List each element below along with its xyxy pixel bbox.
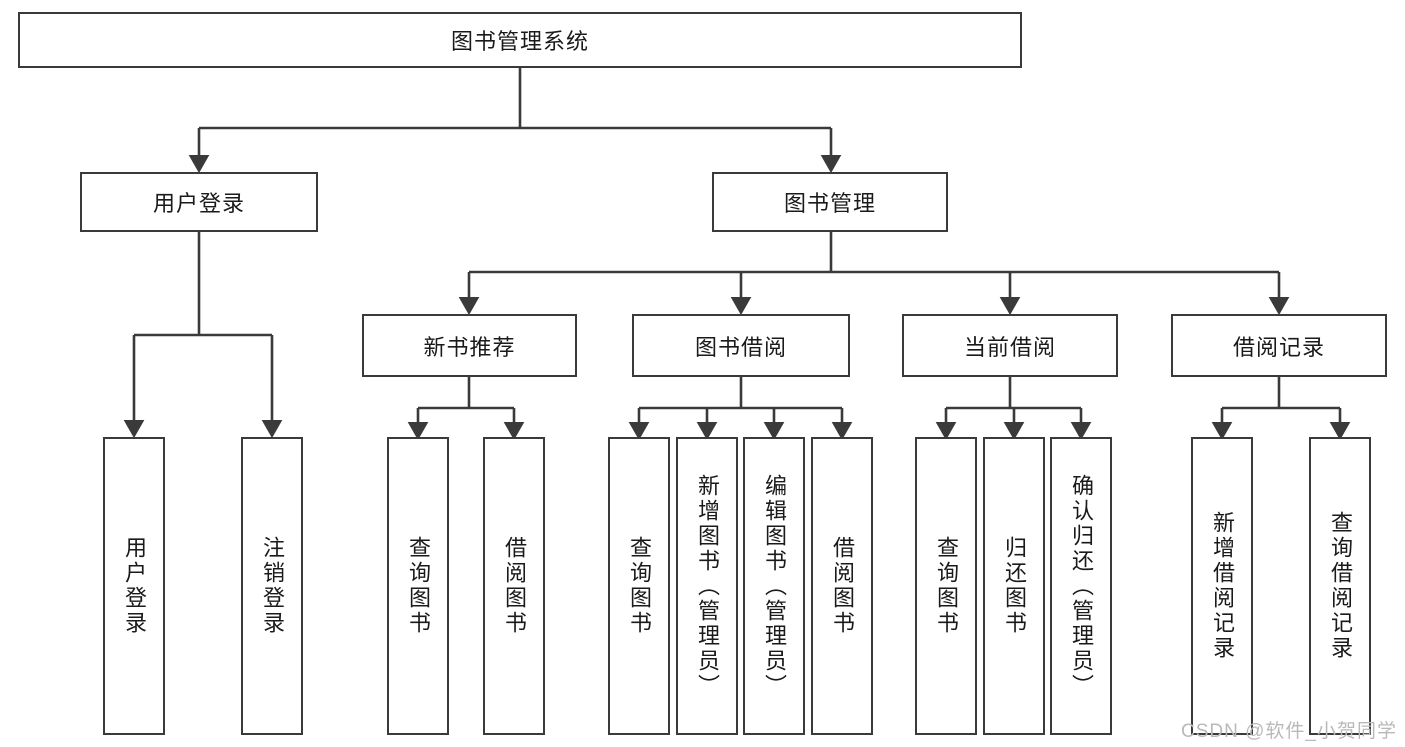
leaf-label: 查询图书: [627, 536, 652, 636]
leaf-book-borrow-query[interactable]: 查询图书: [608, 437, 670, 735]
leaf-book-borrow-borrow[interactable]: 借阅图书: [811, 437, 873, 735]
node-book-borrow[interactable]: 图书借阅: [632, 314, 850, 377]
leaf-label: 用户登录: [122, 536, 147, 636]
leaf-label: 新增借阅记录: [1210, 511, 1235, 661]
leaf-label: 查询图书: [934, 536, 959, 636]
node-new-book-recommend[interactable]: 新书推荐: [362, 314, 577, 377]
leaf-current-borrow-confirm-return[interactable]: 确认归还（管理员）: [1050, 437, 1112, 735]
leaf-label: 编辑图书（管理员）: [762, 473, 787, 699]
leaf-borrow-record-query[interactable]: 查询借阅记录: [1309, 437, 1371, 735]
leaf-current-borrow-query[interactable]: 查询图书: [915, 437, 977, 735]
leaf-label: 借阅图书: [502, 536, 527, 636]
leaf-user-login-logout[interactable]: 注销登录: [241, 437, 303, 735]
leaf-label: 确认归还（管理员）: [1069, 473, 1094, 699]
leaf-label: 查询借阅记录: [1328, 511, 1353, 661]
leaf-new-book-query[interactable]: 查询图书: [387, 437, 449, 735]
node-borrow-record[interactable]: 借阅记录: [1171, 314, 1387, 377]
node-root-system[interactable]: 图书管理系统: [18, 12, 1022, 68]
node-current-borrow[interactable]: 当前借阅: [902, 314, 1118, 377]
leaf-user-login-login[interactable]: 用户登录: [103, 437, 165, 735]
leaf-label: 借阅图书: [830, 536, 855, 636]
node-user-login[interactable]: 用户登录: [80, 172, 318, 232]
leaf-new-book-borrow[interactable]: 借阅图书: [483, 437, 545, 735]
leaf-book-borrow-add[interactable]: 新增图书（管理员）: [676, 437, 738, 735]
leaf-label: 注销登录: [260, 536, 285, 636]
leaf-current-borrow-return[interactable]: 归还图书: [983, 437, 1045, 735]
node-book-management[interactable]: 图书管理: [712, 172, 948, 232]
leaf-label: 归还图书: [1002, 536, 1027, 636]
leaf-book-borrow-edit[interactable]: 编辑图书（管理员）: [743, 437, 805, 735]
leaf-label: 新增图书（管理员）: [695, 473, 720, 699]
leaf-borrow-record-add[interactable]: 新增借阅记录: [1191, 437, 1253, 735]
leaf-label: 查询图书: [406, 536, 431, 636]
